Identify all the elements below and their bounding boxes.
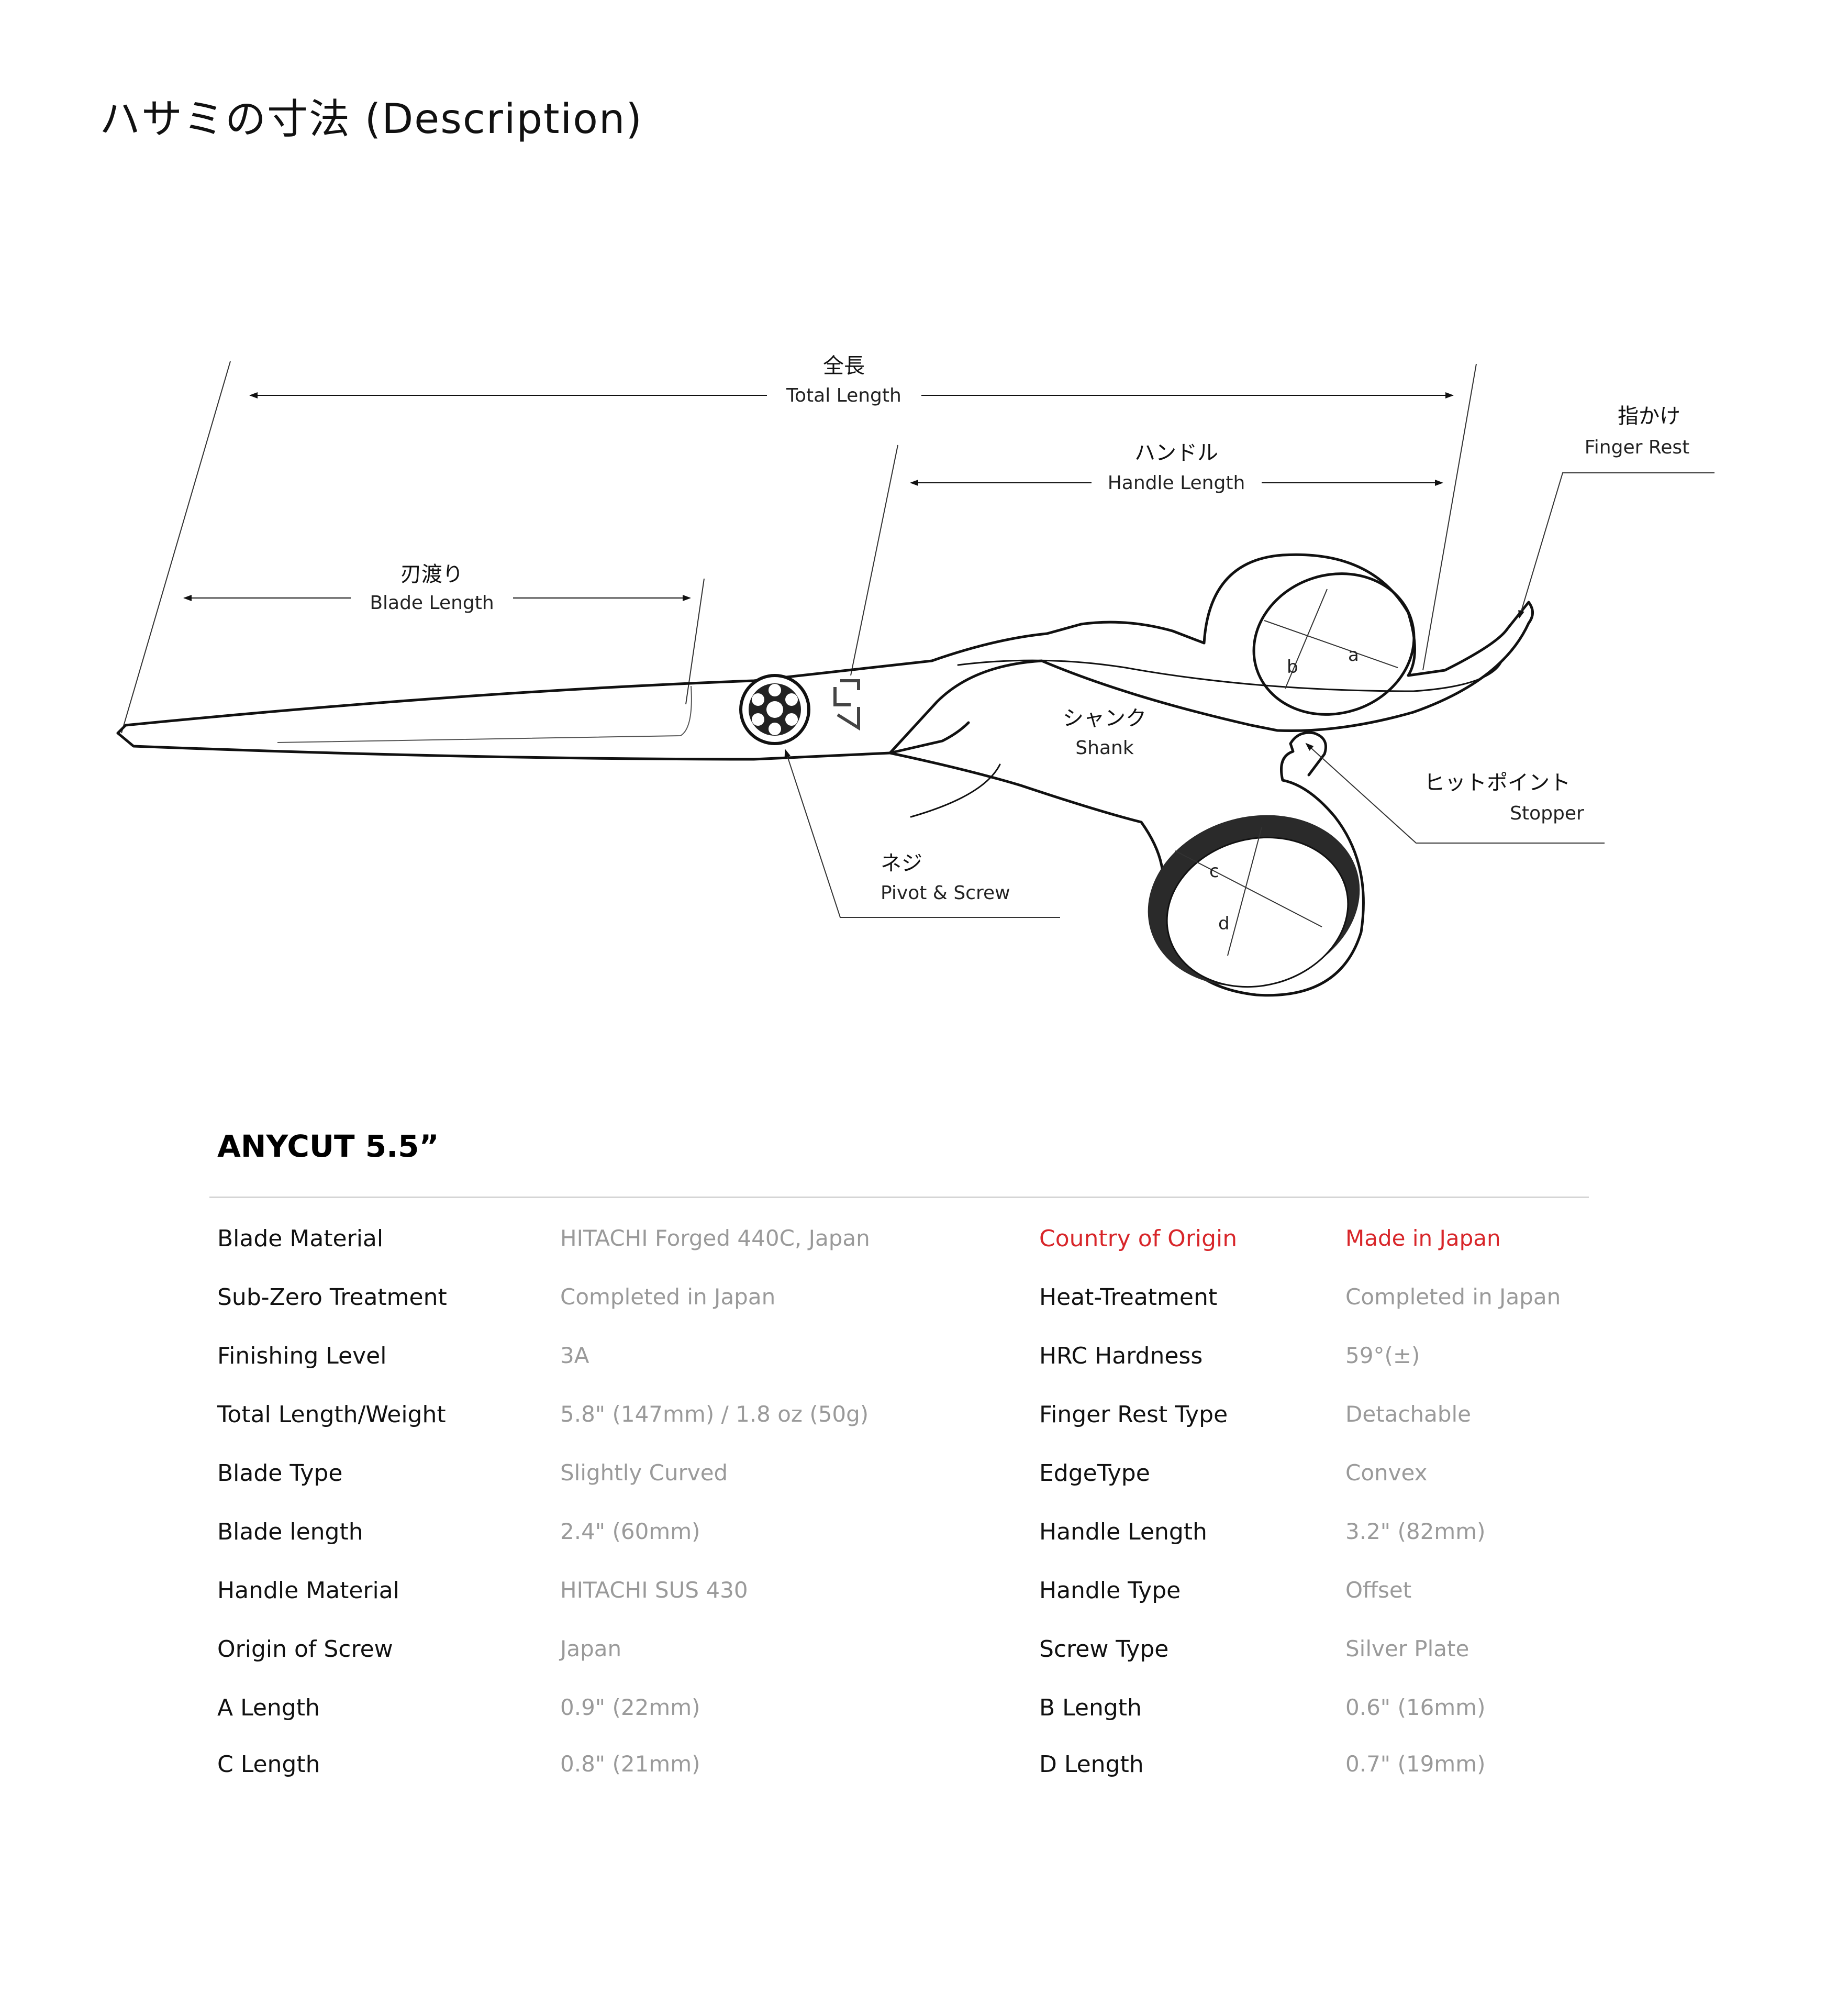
spec-value: 0.7" (19mm) (1345, 1751, 1486, 1777)
finger-rest-jp: 指かけ (1618, 404, 1680, 428)
shank-en: Shank (1075, 737, 1134, 759)
label-d: d (1218, 913, 1230, 934)
stopper-jp: ヒットポイント (1424, 771, 1571, 795)
label-a: a (1348, 645, 1359, 666)
handle-length-jp: ハンドル (1134, 441, 1218, 465)
spec-key: Finger Rest Type (1039, 1401, 1228, 1428)
blade-length-dimension: 刃渡り Blade Length (183, 562, 691, 614)
spec-key: Handle Type (1039, 1577, 1181, 1604)
page-title: ハサミの寸法 (Description) (99, 96, 643, 143)
stopper-callout: ヒットポイント Stopper (1305, 743, 1605, 844)
shank-jp: シャンク (1063, 706, 1146, 730)
table-row: Blade length 2.4" (60mm) Handle Length 3… (217, 1519, 1589, 1571)
spec-key: Origin of Screw (217, 1636, 393, 1663)
spec-key-highlight: Country of Origin (1039, 1225, 1238, 1252)
spec-key: EdgeType (1039, 1460, 1150, 1487)
pivot-jp: ネジ (881, 851, 922, 876)
finger-rest-en: Finger Rest (1585, 437, 1690, 458)
total-length-jp: 全長 (823, 354, 865, 378)
spec-value-highlight: Made in Japan (1345, 1225, 1501, 1251)
spec-value: Completed in Japan (1345, 1284, 1561, 1310)
blade-length-en: Blade Length (370, 592, 494, 614)
spec-value: Convex (1345, 1460, 1428, 1486)
scissors-diagram: 全長 Total Length ハンドル Handle Length 刃渡り B… (116, 354, 1714, 997)
pivot-callout: ネジ Pivot & Screw (784, 749, 1060, 918)
spec-key: Sub-Zero Treatment (217, 1284, 447, 1311)
ring-measure-lines (1175, 589, 1398, 956)
table-row: Handle Material HITACHI SUS 430 Handle T… (217, 1577, 1589, 1630)
divider (209, 1197, 1589, 1198)
pivot-screw-icon (739, 674, 810, 745)
spec-value: Japan (560, 1636, 622, 1661)
spec-value: 0.8" (21mm) (560, 1751, 700, 1777)
blade-edge-lines (277, 685, 692, 743)
spec-value: Offset (1345, 1577, 1412, 1603)
spec-key: Total Length/Weight (217, 1401, 446, 1428)
table-row: Blade Material HITACHI Forged 440C, Japa… (217, 1225, 1589, 1278)
spec-value: 2.4" (60mm) (560, 1519, 700, 1544)
spec-key: Finishing Level (217, 1343, 387, 1369)
handle-length-dimension: ハンドル Handle Length (910, 441, 1443, 494)
brand-logo-icon (833, 679, 860, 731)
spec-key: HRC Hardness (1039, 1343, 1203, 1369)
label-b: b (1287, 657, 1298, 678)
product-name: ANYCUT 5.5” (217, 1128, 439, 1164)
spec-key: Screw Type (1039, 1636, 1169, 1663)
pivot-en: Pivot & Screw (881, 882, 1010, 904)
scissors-outline (116, 553, 1534, 997)
spec-value: Silver Plate (1345, 1636, 1469, 1661)
spec-key: B Length (1039, 1694, 1142, 1721)
handle-length-en: Handle Length (1108, 472, 1245, 494)
table-row: C Length 0.8" (21mm) D Length 0.7" (19mm… (217, 1751, 1589, 1803)
spec-value: 3A (560, 1343, 589, 1368)
stopper-en: Stopper (1510, 803, 1584, 824)
spec-value: 3.2" (82mm) (1345, 1519, 1486, 1544)
spec-value: 59°(±) (1345, 1343, 1420, 1368)
spec-value: 0.9" (22mm) (560, 1694, 700, 1720)
spec-key: A Length (217, 1694, 320, 1721)
table-row: Finishing Level 3A HRC Hardness 59°(±) (217, 1343, 1589, 1395)
spec-value: Slightly Curved (560, 1460, 728, 1486)
spec-value: HITACHI Forged 440C, Japan (560, 1225, 870, 1251)
table-row: Origin of Screw Japan Screw Type Silver … (217, 1636, 1589, 1688)
spec-key: C Length (217, 1751, 320, 1778)
spec-value: 0.6" (16mm) (1345, 1694, 1486, 1720)
finger-rest-callout: 指かけ Finger Rest (1518, 404, 1714, 619)
spec-value: Completed in Japan (560, 1284, 776, 1310)
spec-key: D Length (1039, 1751, 1144, 1778)
spec-value: Detachable (1345, 1401, 1472, 1427)
spec-key: Handle Length (1039, 1519, 1207, 1545)
spec-value: 5.8" (147mm) / 1.8 oz (50g) (560, 1401, 869, 1427)
table-row: Total Length/Weight 5.8" (147mm) / 1.8 o… (217, 1401, 1589, 1454)
total-length-en: Total Length (786, 385, 901, 406)
table-row: A Length 0.9" (22mm) B Length 0.6" (16mm… (217, 1694, 1589, 1747)
spec-key: Blade length (217, 1519, 363, 1545)
spec-key: Blade Material (217, 1225, 384, 1252)
extension-lines (121, 361, 1477, 734)
total-length-dimension: 全長 Total Length (249, 354, 1454, 406)
spec-key: Handle Material (217, 1577, 399, 1604)
table-row: Sub-Zero Treatment Completed in Japan He… (217, 1284, 1589, 1336)
table-row: Blade Type Slightly Curved EdgeType Conv… (217, 1460, 1589, 1512)
spec-key: Blade Type (217, 1460, 343, 1487)
label-c: c (1209, 861, 1219, 882)
spec-value: HITACHI SUS 430 (560, 1577, 748, 1603)
blade-length-jp: 刃渡り (400, 562, 463, 586)
lower-ring (1148, 815, 1360, 988)
spec-key: Heat-Treatment (1039, 1284, 1218, 1311)
